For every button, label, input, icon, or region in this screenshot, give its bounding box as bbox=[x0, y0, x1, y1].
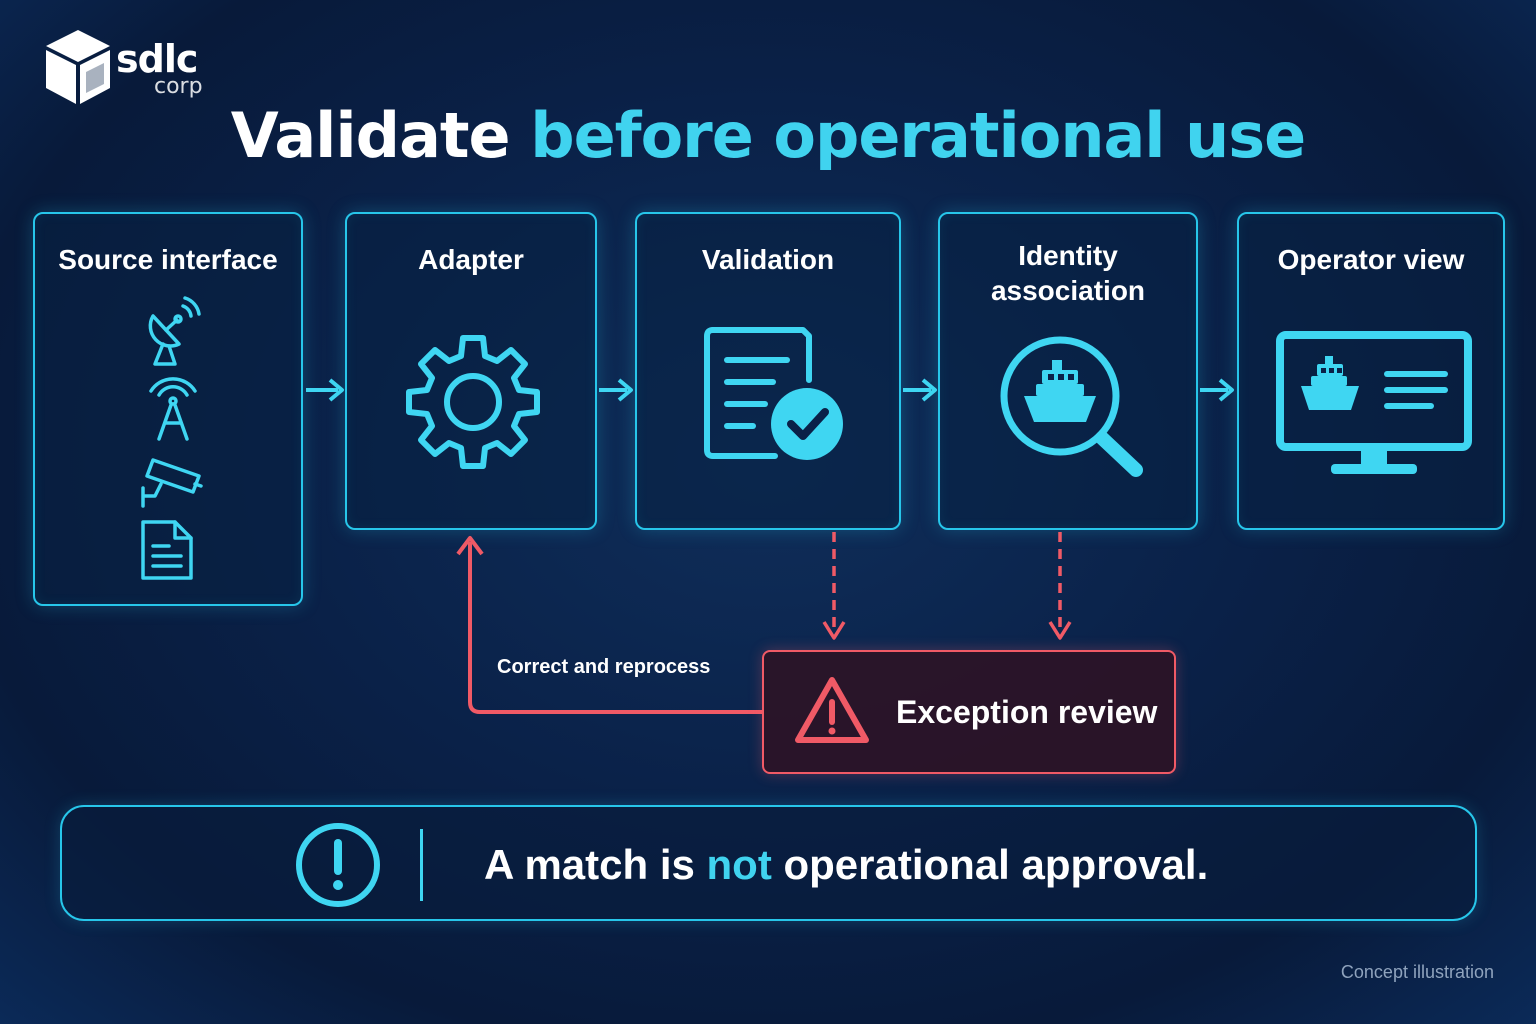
step-identity-association: Identity association bbox=[938, 212, 1198, 530]
exception-review-box: Exception review bbox=[762, 650, 1176, 774]
banner-divider bbox=[420, 829, 423, 901]
step-operator-view: Operator view bbox=[1237, 212, 1505, 530]
title-part-white: Validate bbox=[230, 99, 511, 172]
exception-review-label: Exception review bbox=[896, 694, 1158, 730]
flow-arrow bbox=[1200, 378, 1234, 402]
step-label-line1: Identity bbox=[1018, 240, 1118, 271]
approval-warning-banner: A match is not operational approval. bbox=[60, 805, 1477, 921]
banner-text-part3: operational approval. bbox=[783, 841, 1209, 888]
step-source-interface: Source interface bbox=[33, 212, 303, 606]
dashed-arrow-identity bbox=[1048, 532, 1072, 640]
banner-text: A match is not operational approval. bbox=[484, 841, 1208, 889]
reprocess-label: Correct and reprocess bbox=[497, 656, 711, 678]
footnote: Concept illustration bbox=[1340, 962, 1494, 982]
step-validation: Validation bbox=[635, 212, 901, 530]
cube-logo-icon bbox=[46, 30, 110, 104]
reprocess-loop-arrow bbox=[456, 536, 764, 714]
logo-subtext: corp bbox=[154, 74, 203, 99]
document-icon bbox=[141, 520, 193, 580]
step-label: Validation bbox=[701, 244, 835, 275]
logo-wordmark: sdlc bbox=[116, 37, 198, 81]
banner-text-part1: A match is bbox=[484, 841, 695, 888]
step-label: Operator view bbox=[1277, 244, 1465, 275]
flow-arrow bbox=[306, 378, 344, 402]
ship-search-icon bbox=[1000, 336, 1143, 477]
step-label: Source interface bbox=[58, 244, 278, 275]
gear-icon bbox=[406, 335, 540, 469]
exclamation-circle-icon bbox=[296, 823, 380, 907]
radio-tower-icon bbox=[149, 377, 197, 441]
step-label: Adapter bbox=[418, 244, 524, 275]
security-camera-icon bbox=[141, 458, 203, 508]
document-check-icon bbox=[704, 327, 843, 460]
monitor-ship-icon bbox=[1276, 331, 1472, 474]
banner-text-accent: not bbox=[706, 841, 772, 888]
flow-arrow bbox=[903, 378, 937, 402]
dashed-arrow-validation bbox=[822, 532, 846, 640]
sdlc-logo bbox=[46, 30, 110, 104]
warning-triangle-icon bbox=[795, 677, 869, 743]
step-label-line2: association bbox=[990, 275, 1146, 306]
flow-arrow bbox=[599, 378, 633, 402]
step-adapter: Adapter bbox=[345, 212, 597, 530]
title-part-accent: before operational use bbox=[530, 99, 1306, 172]
satellite-dish-icon bbox=[148, 296, 201, 366]
page-title: Validate before operational use bbox=[0, 96, 1536, 176]
